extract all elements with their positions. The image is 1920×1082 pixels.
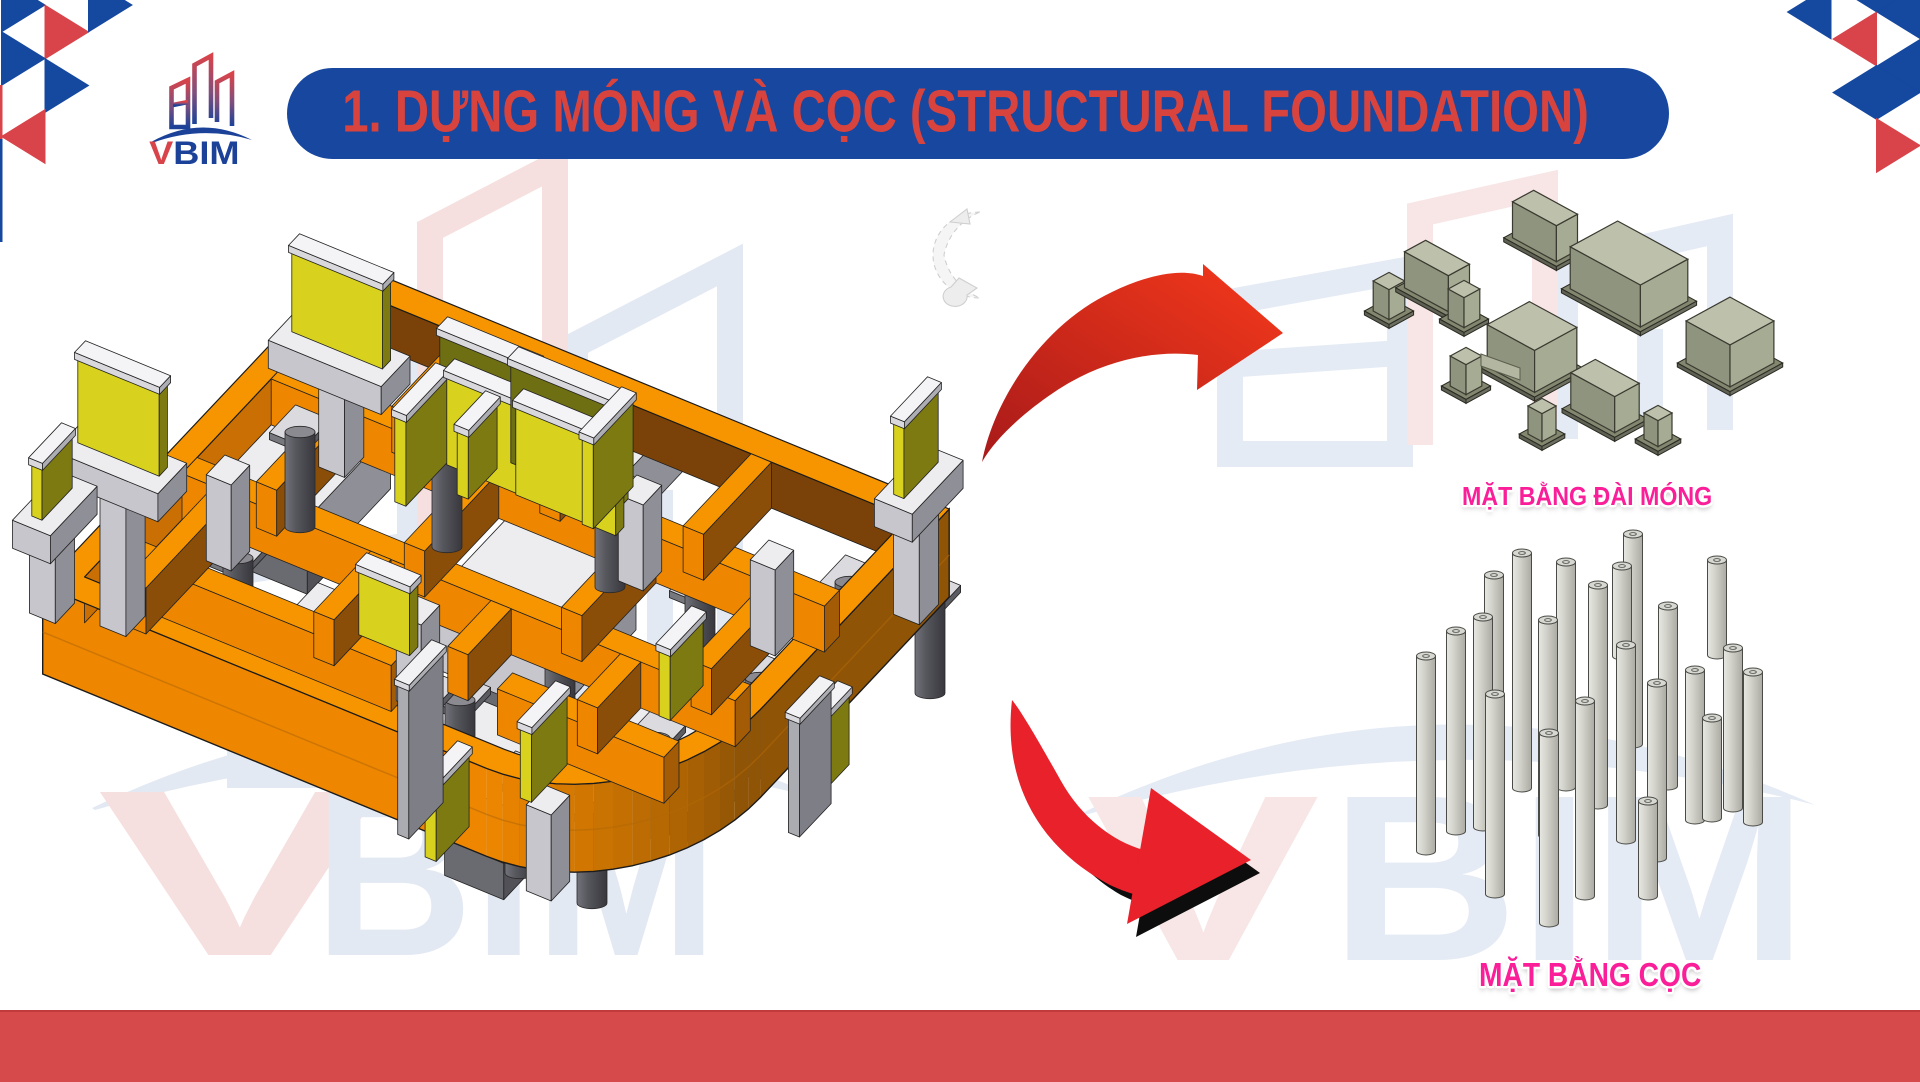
svg-text:VBIM: VBIM xyxy=(149,136,239,172)
